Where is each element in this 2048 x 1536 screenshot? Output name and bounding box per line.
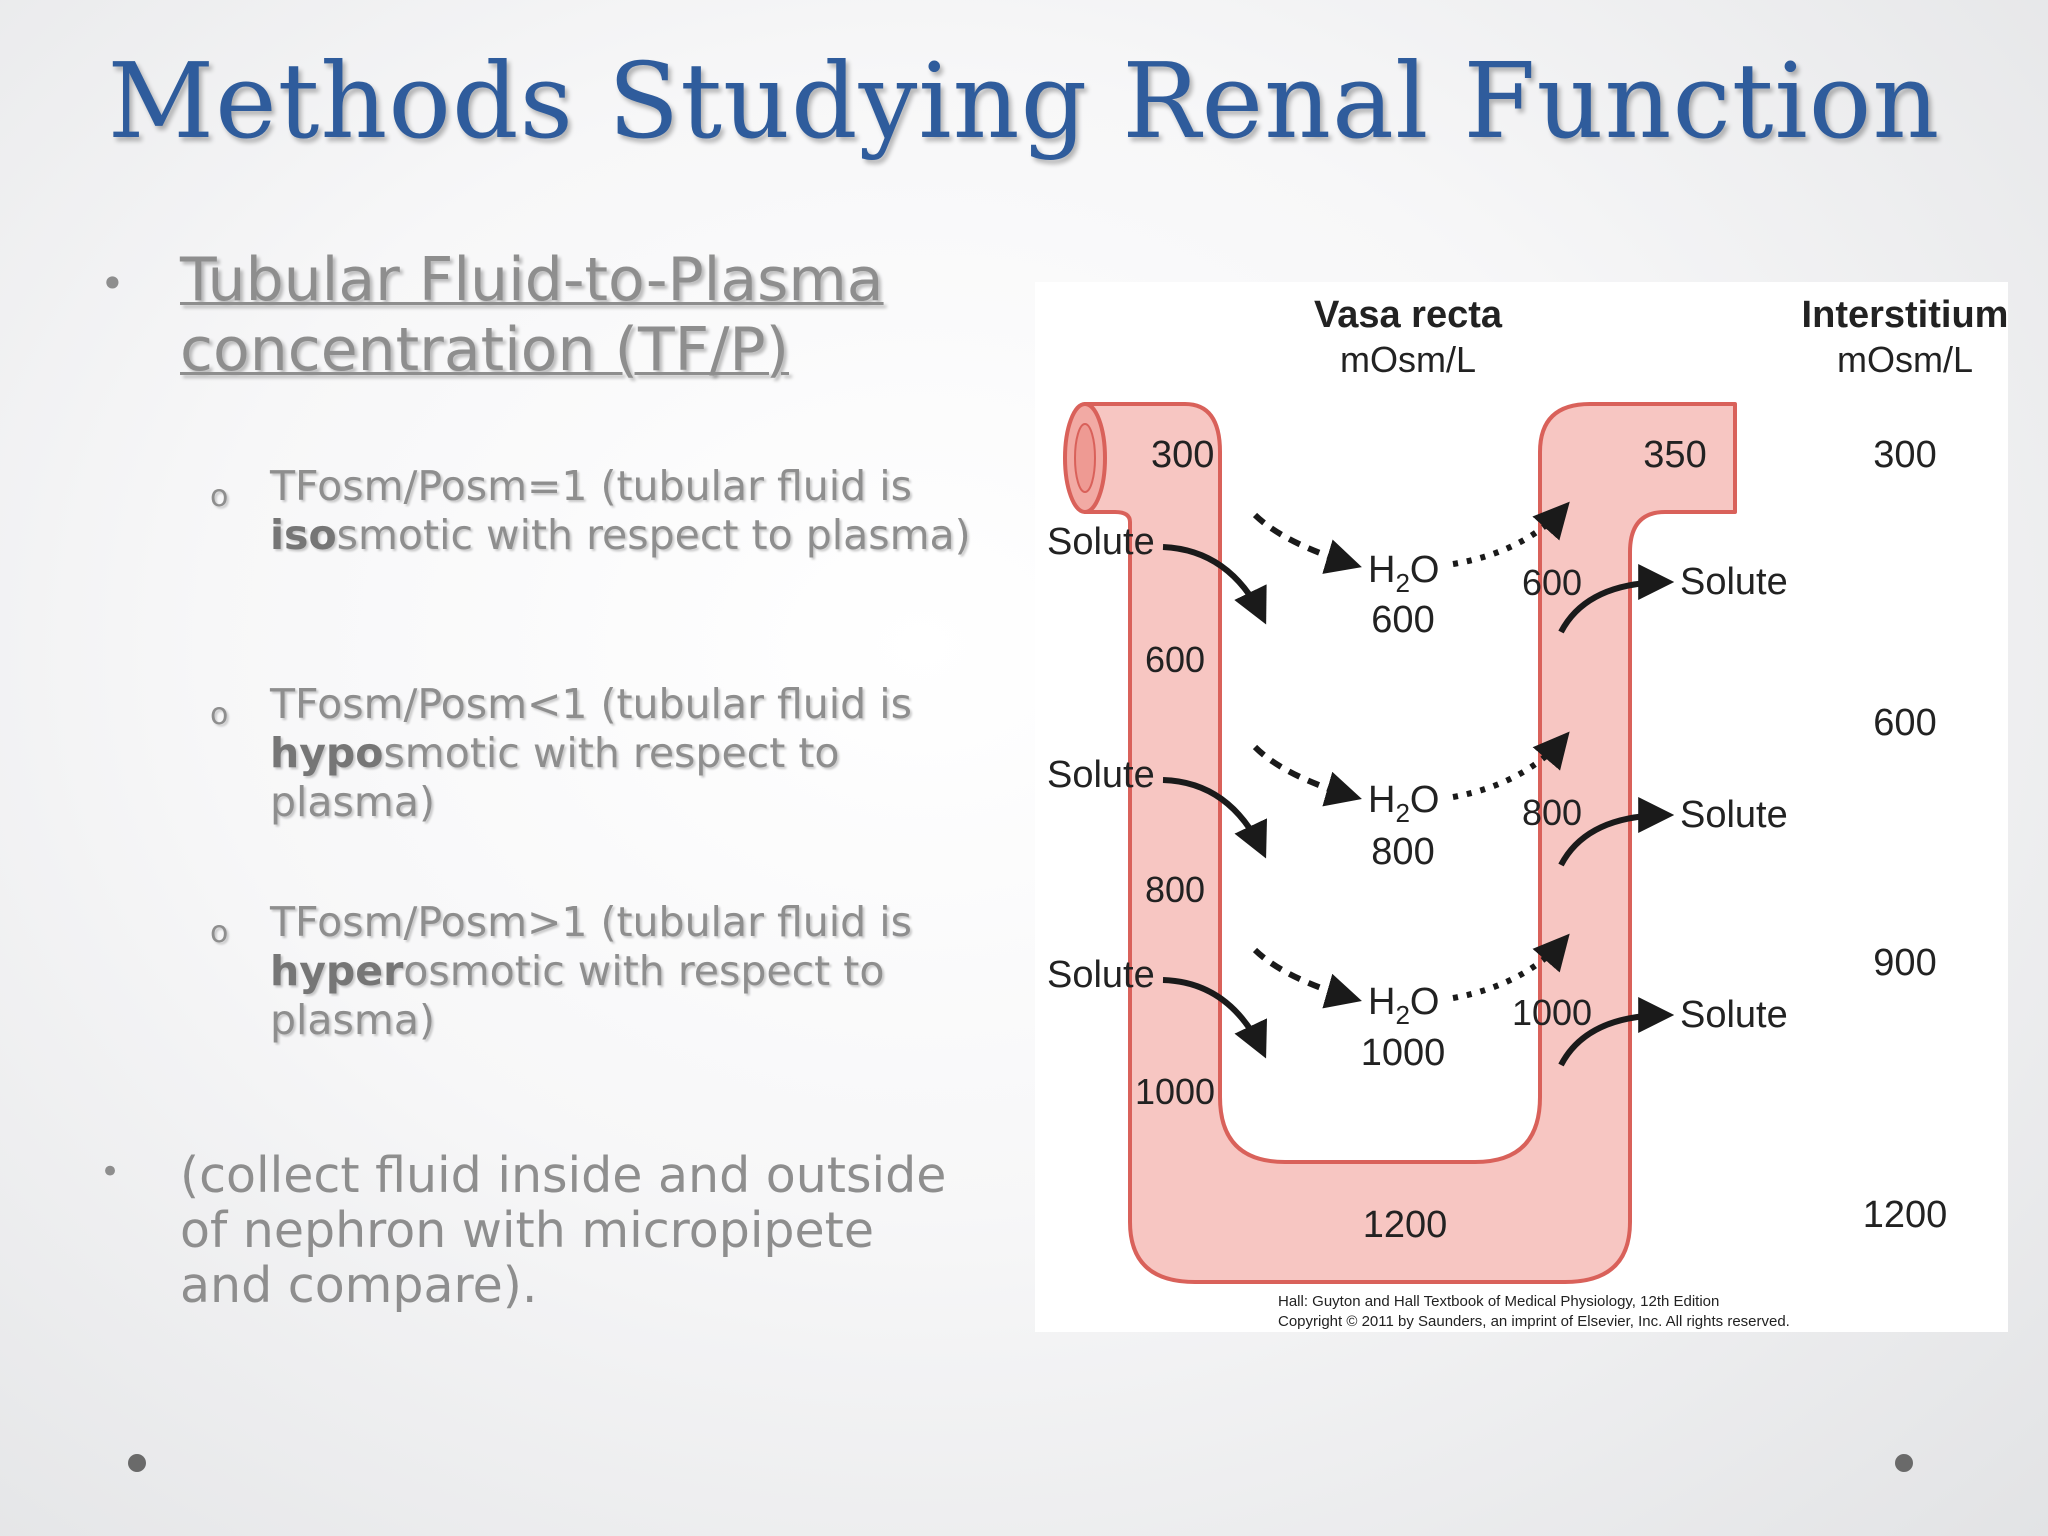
descending-value: 1000 <box>1135 1071 1215 1112</box>
interstitium-unit: mOsm/L <box>1837 339 1973 380</box>
h2o-label: H2O 600 <box>1368 549 1439 641</box>
svg-text:H2O: H2O <box>1368 549 1439 598</box>
sub-text-pre: TFosm/Posm=1 (tubular fluid is <box>270 462 912 510</box>
ascending-value: 800 <box>1522 792 1582 833</box>
solute-out-arrow <box>1558 797 1675 867</box>
vasa-recta-unit: mOsm/L <box>1340 339 1476 380</box>
ascending-value: 600 <box>1522 562 1582 603</box>
interstitium-value: 1200 <box>1863 1194 1948 1236</box>
vasa-recta-vessel <box>1083 402 1737 1284</box>
solute-out-arrow <box>1558 997 1675 1067</box>
solute-label: Solute <box>1047 754 1155 796</box>
interstitium-title: Interstitium <box>1802 294 2008 336</box>
vasa-recta-title: Vasa recta <box>1314 294 1503 336</box>
vasa-recta-figure: Vasa recta mOsm/L Interstitium mOsm/L 30… <box>1035 282 2008 1332</box>
solute-label: Solute <box>1047 521 1155 563</box>
water-out-arrow <box>1252 947 1362 1009</box>
solute-in-arrow <box>1162 544 1267 625</box>
sub-text-bold: iso <box>270 511 337 559</box>
sub-text-post: osmotic with respect to plasma) <box>270 947 885 1044</box>
interstitium-value: 900 <box>1873 942 1936 984</box>
ascending-value: 1000 <box>1512 992 1592 1033</box>
sub-bullet-marker: o <box>210 915 229 950</box>
sub-text-bold: hyper <box>270 947 404 995</box>
vessel-opening-inner <box>1074 423 1096 493</box>
sub-text-post: smotic with respect to plasma) <box>336 511 971 559</box>
water-in-arrow <box>1452 501 1570 567</box>
loop-bottom-value: 1200 <box>1363 1204 1448 1246</box>
bullet-dot: • <box>100 1152 121 1192</box>
svg-text:800: 800 <box>1371 831 1434 873</box>
sub-text-pre: TFosm/Posm<1 (tubular fluid is <box>270 680 912 728</box>
solute-label: Solute <box>1680 794 1788 836</box>
sub-bullet-marker: o <box>210 479 229 514</box>
sub-text-bold: hypo <box>270 729 384 777</box>
interstitium-value: 600 <box>1873 702 1936 744</box>
water-in-arrow <box>1452 731 1570 800</box>
descending-value: 600 <box>1145 639 1205 680</box>
slide-title: Methods Studying Renal Function <box>107 40 1941 162</box>
descending-value: 800 <box>1145 869 1205 910</box>
h2o-label: H2O 1000 <box>1361 981 1446 1074</box>
sub-text-post: smotic with respect to plasma) <box>270 729 840 826</box>
ascending-value: 350 <box>1643 434 1706 476</box>
vasa-recta-diagram: Vasa recta mOsm/L Interstitium mOsm/L 30… <box>1047 294 2008 1330</box>
sub-bullet-hyper: o TFosm/Posm>1 (tubular fluid is hyperos… <box>200 898 980 1045</box>
bullet-dot: • <box>100 259 125 308</box>
water-out-arrow <box>1252 744 1362 807</box>
water-in-arrow <box>1452 933 1570 1001</box>
bullet-tfp: • Tubular Fluid-to-Plasma concentration … <box>100 245 960 385</box>
solute-label: Solute <box>1047 954 1155 996</box>
h2o-label: H2O 800 <box>1368 779 1439 873</box>
sub-bullet-hypo: o TFosm/Posm<1 (tubular fluid is hyposmo… <box>200 680 980 827</box>
svg-text:H2O: H2O <box>1368 981 1439 1030</box>
corner-dot <box>1895 1454 1913 1472</box>
svg-text:1000: 1000 <box>1361 1032 1446 1074</box>
svg-text:H2O: H2O <box>1368 779 1439 828</box>
solute-label: Solute <box>1680 994 1788 1036</box>
interstitium-value: 300 <box>1873 434 1936 476</box>
corner-dot <box>128 1454 146 1472</box>
figure-credit: Copyright © 2011 by Saunders, an imprint… <box>1278 1313 1790 1330</box>
descending-value: 300 <box>1151 434 1214 476</box>
figure-credit: Hall: Guyton and Hall Textbook of Medica… <box>1278 1293 1719 1310</box>
solute-in-arrow <box>1162 977 1267 1059</box>
sub-bullet-iso: o TFosm/Posm=1 (tubular fluid is isosmot… <box>200 462 980 560</box>
bullet-collect: • (collect fluid inside and outside of n… <box>100 1148 960 1313</box>
sub-text-pre: TFosm/Posm>1 (tubular fluid is <box>270 898 912 946</box>
solute-in-arrow <box>1162 777 1267 859</box>
bullet-tfp-text: Tubular Fluid-to-Plasma concentration (T… <box>180 245 884 385</box>
svg-text:600: 600 <box>1371 599 1434 641</box>
solute-out-arrow <box>1558 564 1675 634</box>
sub-bullet-marker: o <box>210 697 229 732</box>
solute-label: Solute <box>1680 561 1788 603</box>
bullet-collect-text: (collect fluid inside and outside of nep… <box>180 1147 947 1314</box>
water-out-arrow <box>1252 512 1362 574</box>
